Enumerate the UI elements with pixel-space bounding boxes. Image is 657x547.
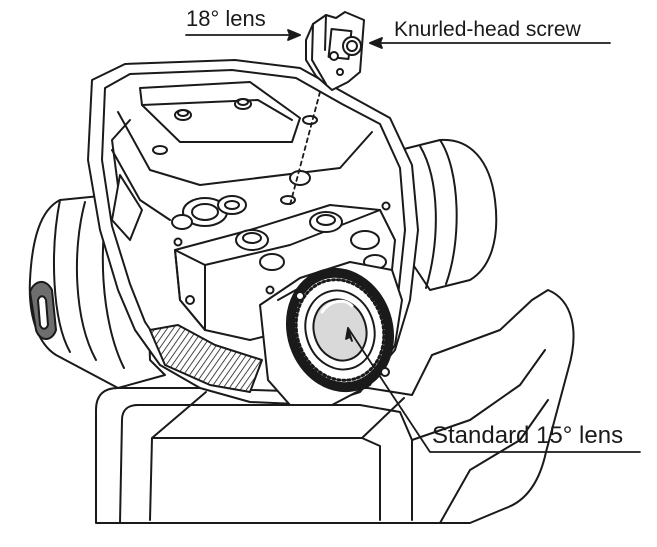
front-lens-assembly <box>259 261 403 406</box>
yoke <box>95 289 575 524</box>
knurled-head-screw <box>342 36 362 56</box>
leader-insertion-path <box>289 91 321 206</box>
lens-18-part <box>305 11 365 91</box>
leader-lens-15 <box>347 327 641 453</box>
label-lens-18: 18° lens <box>186 6 266 31</box>
right-yoke-arm <box>399 138 498 291</box>
leader-lines <box>185 29 641 453</box>
label-knurled-head-screw: Knurled-head screw <box>394 18 582 41</box>
heatsink-fins <box>149 324 263 393</box>
label-standard-lens-15: Standard 15° lens <box>432 422 623 449</box>
